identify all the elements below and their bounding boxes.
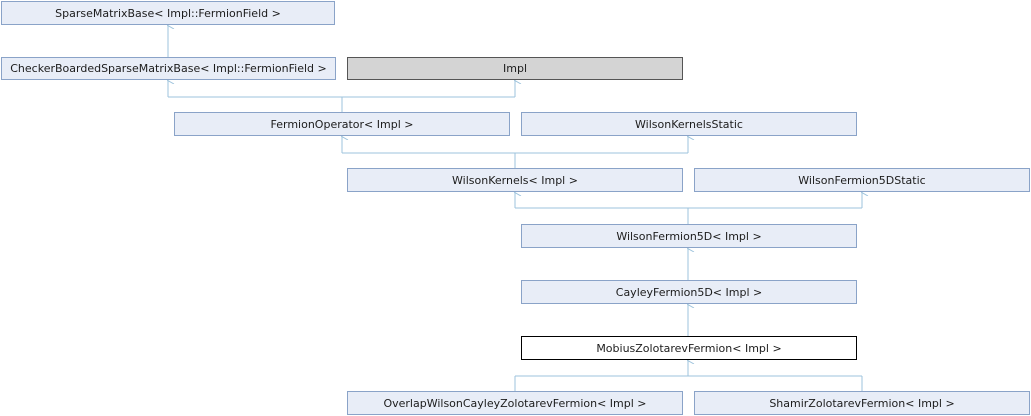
node-cayley-fermion-5d[interactable]: CayleyFermion5D< Impl >	[521, 280, 857, 304]
node-checkerboarded-sparse-matrix-base[interactable]: CheckerBoardedSparseMatrixBase< Impl::Fe…	[1, 57, 336, 80]
node-shamir-zolotarev-fermion[interactable]: ShamirZolotarevFermion< Impl >	[694, 391, 1030, 415]
node-wilson-kernels[interactable]: WilsonKernels< Impl >	[347, 168, 683, 192]
node-mobius-zolotarev-fermion: MobiusZolotarevFermion< Impl >	[521, 336, 857, 360]
node-overlap-wilson-cayley-zolotarev-fermion[interactable]: OverlapWilsonCayleyZolotarevFermion< Imp…	[347, 391, 683, 415]
node-wilson-fermion-5d-static[interactable]: WilsonFermion5DStatic	[694, 168, 1030, 192]
node-wilson-kernels-static[interactable]: WilsonKernelsStatic	[521, 112, 857, 136]
node-wilson-fermion-5d[interactable]: WilsonFermion5D< Impl >	[521, 224, 857, 248]
node-sparse-matrix-base[interactable]: SparseMatrixBase< Impl::FermionField >	[1, 1, 335, 25]
node-impl: Impl	[347, 57, 683, 80]
node-fermion-operator[interactable]: FermionOperator< Impl >	[174, 112, 510, 136]
